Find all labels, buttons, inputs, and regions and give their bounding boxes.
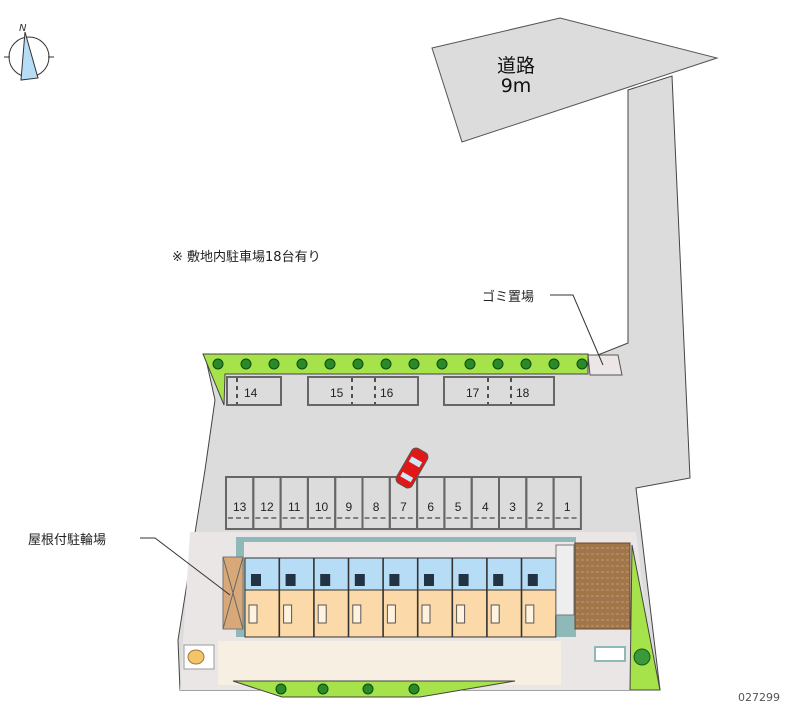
tree-icon bbox=[352, 358, 364, 370]
unit-furniture bbox=[525, 604, 535, 624]
upper-slot-labels: 14 15 16 17 18 bbox=[244, 386, 530, 400]
parking-slot-6: 6 bbox=[427, 500, 434, 514]
unit-furniture bbox=[456, 604, 466, 624]
unit-furniture bbox=[421, 604, 431, 624]
parking-slot-12: 12 bbox=[260, 500, 274, 514]
unit-fixture bbox=[493, 574, 504, 586]
tree-icon bbox=[436, 358, 448, 370]
unit-furniture bbox=[352, 604, 362, 624]
road bbox=[431, 17, 719, 143]
unit-furniture bbox=[490, 604, 500, 624]
unit-fixture bbox=[527, 574, 538, 586]
walkway bbox=[218, 641, 561, 685]
hedge-bottom-trees bbox=[275, 683, 420, 695]
bike-parking-label: 屋根付駐輪場 bbox=[28, 533, 107, 548]
tree-icon bbox=[576, 358, 588, 370]
unit-wet-area bbox=[452, 557, 488, 591]
unit-fixture bbox=[354, 574, 365, 586]
unit-furniture bbox=[386, 604, 396, 624]
unit-wet-area bbox=[486, 557, 522, 591]
parking-slot-14: 14 bbox=[244, 386, 258, 400]
parking-slot-9: 9 bbox=[346, 500, 353, 514]
hedge-bottom bbox=[232, 680, 516, 698]
unit-furniture bbox=[248, 604, 258, 624]
unit-furniture bbox=[317, 604, 327, 624]
unit-fixture bbox=[251, 574, 261, 586]
parking-slot-3: 3 bbox=[509, 500, 516, 514]
parking-slot-2: 2 bbox=[537, 500, 544, 514]
tree-icon bbox=[492, 358, 504, 370]
unit-wet-area bbox=[348, 557, 384, 591]
car-icon bbox=[395, 447, 429, 489]
tree-icon bbox=[268, 358, 280, 370]
parking-slot-11: 11 bbox=[288, 500, 301, 514]
tree-icon bbox=[212, 358, 224, 370]
unit-fixture bbox=[389, 574, 400, 586]
unit-wet-area bbox=[244, 557, 280, 591]
unit-wet-area bbox=[279, 557, 315, 591]
parking-slot-4: 4 bbox=[482, 500, 489, 514]
tree-icon bbox=[296, 358, 308, 370]
road-label: 道路 9m bbox=[490, 56, 542, 96]
tree-icon bbox=[520, 358, 532, 370]
unit-wet-area bbox=[382, 557, 418, 591]
parking-slot bbox=[552, 476, 582, 530]
garbage-label: ゴミ置場 bbox=[482, 290, 535, 305]
apartment-units bbox=[244, 557, 557, 638]
parking-slot-8: 8 bbox=[373, 500, 380, 514]
unit-fixture bbox=[285, 574, 296, 586]
deck-pattern bbox=[576, 547, 629, 627]
unit-fixture bbox=[320, 574, 331, 586]
hedge-trees bbox=[212, 358, 588, 370]
road-name: 道路 bbox=[496, 55, 535, 77]
unit-wet-area bbox=[521, 557, 557, 591]
parking-slot-18: 18 bbox=[516, 386, 530, 400]
parking-slot-10: 10 bbox=[315, 500, 329, 514]
parking-slot-15: 15 bbox=[330, 386, 344, 400]
bike-leader-line bbox=[140, 537, 231, 596]
parking-slot-16: 16 bbox=[380, 386, 394, 400]
unit-wet-area bbox=[313, 557, 349, 591]
parking-note: ※ 敷地内駐車場18台有り bbox=[172, 250, 321, 265]
compass-north-label: N bbox=[19, 23, 27, 34]
tree-icon bbox=[380, 358, 392, 370]
storage-box bbox=[594, 646, 626, 662]
tree-icon bbox=[548, 358, 560, 370]
tree-icon bbox=[408, 358, 420, 370]
property-id: 027299 bbox=[738, 691, 780, 704]
parking-slot-7: 7 bbox=[400, 500, 407, 514]
parking-slot-1: 1 bbox=[564, 500, 571, 514]
tree-icon bbox=[240, 358, 252, 370]
garbage-leader-line bbox=[550, 294, 604, 366]
unit-wet-area bbox=[417, 557, 453, 591]
road-width: 9m bbox=[500, 75, 532, 97]
parking-slot-5: 5 bbox=[455, 500, 462, 514]
unit-fixture bbox=[424, 574, 434, 586]
parking-upper bbox=[226, 376, 555, 406]
parking-slot-17: 17 bbox=[466, 386, 480, 400]
tree-icon bbox=[464, 358, 476, 370]
unit-furniture bbox=[283, 604, 293, 624]
parking-slot-13: 13 bbox=[233, 500, 247, 514]
garbage-area bbox=[587, 354, 623, 376]
unit-fixture bbox=[458, 574, 469, 586]
compass-icon bbox=[4, 31, 54, 81]
wood-deck bbox=[574, 542, 631, 630]
stairs bbox=[555, 544, 575, 616]
tree-icon bbox=[324, 358, 336, 370]
